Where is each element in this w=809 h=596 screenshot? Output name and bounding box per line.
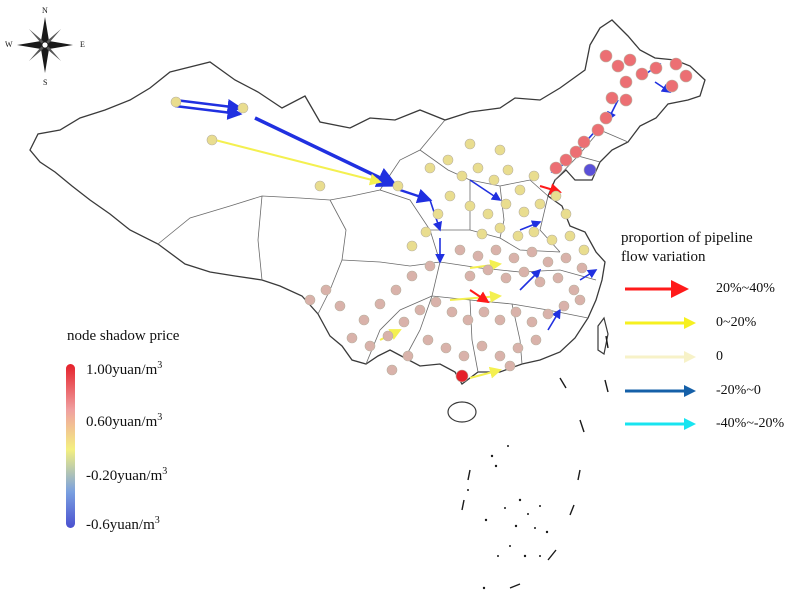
flow-legend-arrows — [625, 280, 696, 430]
flow-legend-title-line2: flow variation — [621, 249, 706, 265]
flow-label-0: 0 — [716, 349, 723, 364]
taiwan-island — [597, 316, 609, 355]
flow-label-0-20: 0~20% — [716, 315, 757, 330]
compass-north: N — [42, 6, 48, 15]
node-legend-title: node shadow price — [67, 328, 180, 344]
hainan-island — [447, 401, 477, 423]
price-label-min: -0.6yuan/m3 — [86, 515, 160, 533]
nine-dash-line — [461, 335, 609, 589]
compass-west: W — [5, 40, 13, 49]
flow-label-neg20-0: -20%~0 — [716, 383, 761, 398]
flow-label-20-40: 20%~40% — [716, 281, 775, 296]
node-blue — [583, 163, 597, 177]
compass-rose — [17, 17, 73, 73]
price-label-mid: -0.20yuan/m3 — [86, 466, 168, 484]
flow-label-neg40-neg20: -40%~-20% — [716, 416, 785, 431]
flow-legend-title-line1: proportion of pipeline — [621, 230, 753, 246]
country-outline — [29, 19, 706, 385]
shadow-price-colorbar — [66, 364, 75, 528]
nodes-red — [455, 49, 693, 383]
nodes-tan — [304, 244, 588, 376]
nodes-yellow — [170, 96, 590, 256]
price-label-max: 1.00yuan/m3 — [86, 360, 163, 378]
compass-south: S — [43, 78, 48, 87]
nodes — [170, 49, 693, 383]
price-label-high: 0.60yuan/m3 — [86, 412, 163, 430]
south-sea-islands — [467, 445, 549, 590]
compass-east: E — [80, 40, 85, 49]
